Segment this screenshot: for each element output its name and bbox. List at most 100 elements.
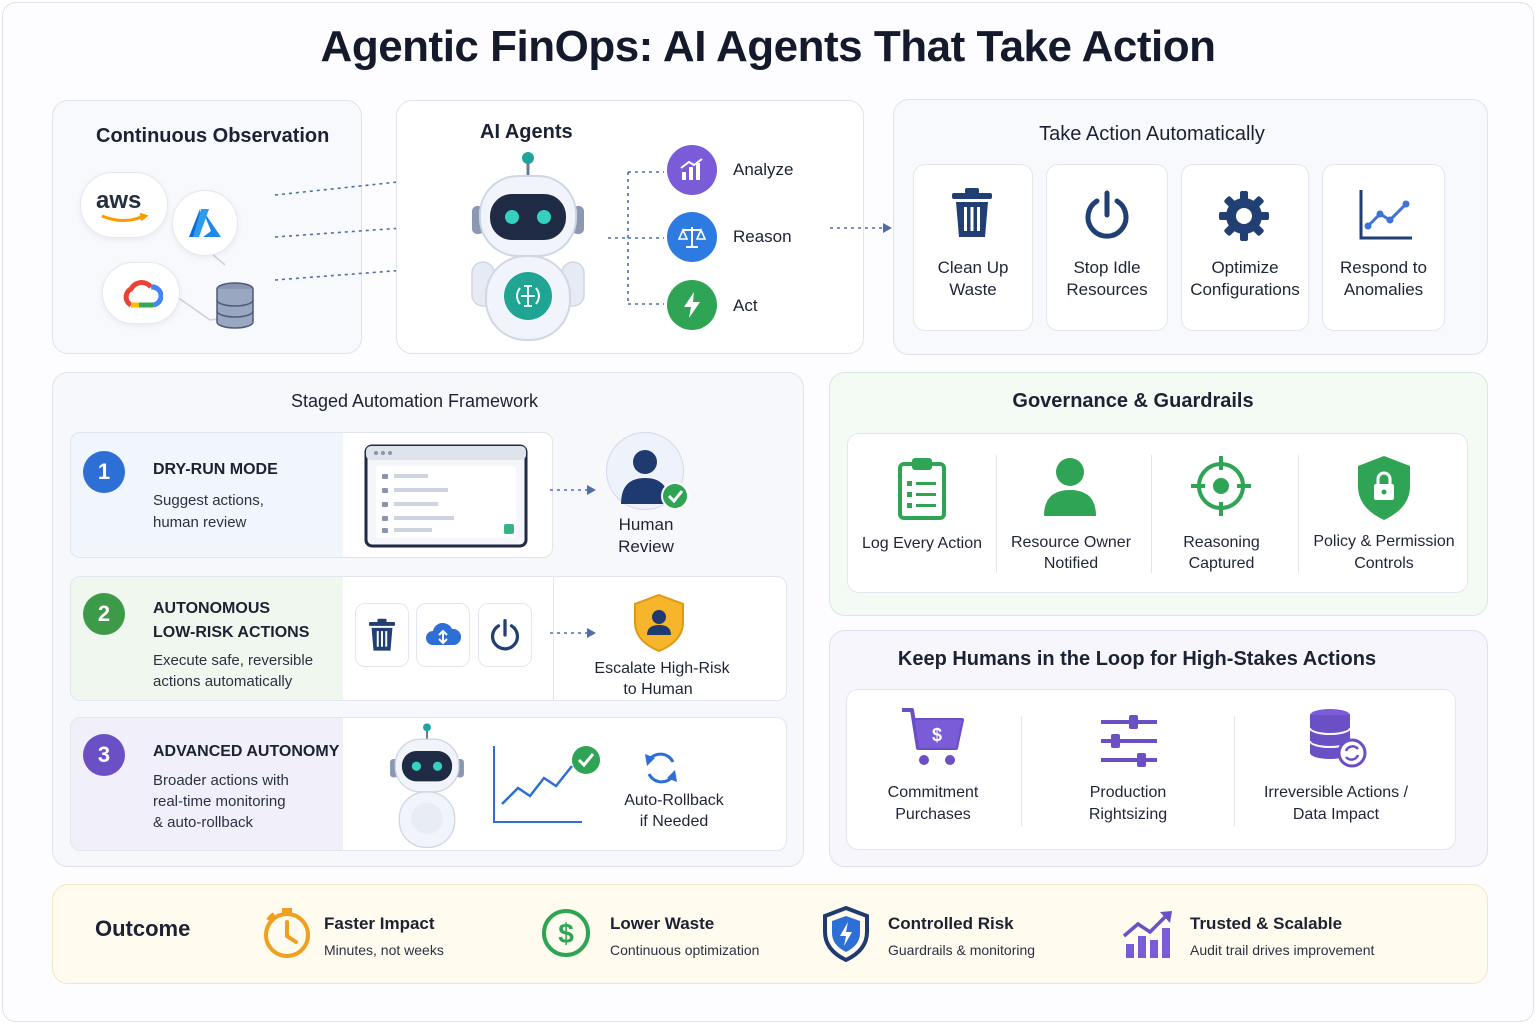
- stage-outcome-2a: Escalate High-Risk: [594, 660, 730, 677]
- sliders-icon: [1101, 715, 1157, 767]
- stage-desc-1b: human review: [153, 514, 247, 531]
- humans-item-1b: Purchases: [895, 806, 971, 823]
- humans-item-3a: Irreversible Actions /: [1263, 784, 1409, 801]
- stage1-arrow: [550, 485, 596, 495]
- action-card-anomalies: [1322, 164, 1445, 331]
- stage-desc-3c: & auto-rollback: [153, 814, 254, 831]
- stage2-cloud-tile: [416, 603, 470, 667]
- agents-branch-lines: [608, 171, 664, 305]
- clipboard-icon: [898, 458, 946, 520]
- svg-text:$: $: [558, 918, 574, 949]
- action-optimize-line2: Configurations: [1190, 280, 1300, 299]
- action-clean-up-line2: Waste: [949, 280, 997, 299]
- svg-text:$: $: [932, 725, 942, 745]
- stage-desc-3b: real-time monitoring: [153, 793, 286, 810]
- stage-outcome-3a: Auto-Rollback: [624, 792, 724, 809]
- gear-icon: [1219, 191, 1269, 241]
- trash-icon: [368, 618, 396, 651]
- cloud-sync-icon: [426, 622, 462, 645]
- database-sync-icon: [1309, 709, 1367, 768]
- stage-desc-2b: actions automatically: [153, 673, 293, 690]
- framework-title: Staged Automation Framework: [290, 391, 539, 411]
- governance-item-4b: Controls: [1354, 555, 1414, 572]
- governance-title: Governance & Guardrails: [1012, 390, 1254, 412]
- stage-number-2: 2: [83, 593, 125, 635]
- page-title: Agentic FinOps: AI Agents That Take Acti…: [320, 22, 1216, 71]
- outcome-heading-2: Lower Waste: [610, 914, 715, 933]
- outcome-panel: [52, 884, 1488, 984]
- humans-title: Keep Humans in the Loop for High-Stakes …: [897, 648, 1377, 670]
- stage2-power-tile: [478, 603, 532, 667]
- shield-bolt-icon: [823, 906, 869, 962]
- action-stop-idle-line2: Resources: [1066, 280, 1148, 299]
- stopwatch-icon: [264, 908, 310, 958]
- stage-outcome-3b: if Needed: [639, 813, 709, 830]
- stage2-arrow: [550, 628, 596, 638]
- action-stop-idle-line1: Stop Idle: [1073, 258, 1141, 277]
- action-optimize-line1: Optimize: [1211, 258, 1279, 277]
- stage-heading-1: DRY-RUN MODE: [153, 461, 278, 478]
- action-anomalies-line1: Respond to: [1340, 258, 1427, 277]
- outcome-label: Outcome: [95, 916, 191, 941]
- stage-heading-2a: AUTONOMOUS: [153, 600, 271, 617]
- stage-desc-3a: Broader actions with: [153, 772, 289, 789]
- power-icon: [490, 618, 520, 651]
- rollback-icon: [645, 752, 677, 784]
- humans-item-3b: Data Impact: [1292, 806, 1380, 823]
- outcome-desc-1: Minutes, not weeks: [324, 942, 444, 958]
- stage-heading-3: ADVANCED AUTONOMY: [153, 743, 340, 760]
- stage-outcome-1a: Human: [618, 515, 674, 534]
- governance-item-2b: Notified: [1043, 555, 1099, 572]
- line-chart-icon: [1359, 190, 1412, 240]
- observation-title: Continuous Observation: [96, 125, 330, 147]
- aws-cloud-icon: aws: [80, 172, 168, 238]
- governance-item-2a: Resource Owner: [1010, 534, 1132, 551]
- governance-item-1: Log Every Action: [861, 535, 983, 552]
- person-icon: [1044, 458, 1096, 516]
- dashboard-screen-icon: [364, 444, 528, 548]
- stage-number-3: 3: [83, 734, 125, 776]
- analyze-icon: [667, 145, 717, 195]
- power-icon: [1085, 190, 1129, 239]
- agents-step-reason: Reason: [733, 227, 792, 246]
- stage-outcome-1b: Review: [618, 537, 674, 556]
- shield-lock-icon: [1358, 456, 1410, 520]
- aws-label: aws: [96, 187, 142, 214]
- target-icon: [1191, 456, 1251, 516]
- agents-step-act: Act: [733, 296, 758, 315]
- humans-item-2b: Rightsizing: [1088, 806, 1168, 823]
- humans-item-2a: Production: [1089, 784, 1167, 801]
- humans-card: [846, 689, 1456, 850]
- google-cloud-icon: [102, 262, 180, 324]
- azure-icon: [172, 190, 238, 256]
- stage-desc-1a: Suggest actions,: [153, 492, 264, 509]
- action-anomalies-line2: Anomalies: [1343, 280, 1424, 299]
- cart-dollar-icon: $: [902, 708, 964, 765]
- reason-icon: [667, 212, 717, 262]
- escalate-shield-icon: [634, 593, 684, 653]
- stage-desc-2a: Execute safe, reversible: [153, 652, 314, 669]
- governance-card: [847, 433, 1468, 593]
- trend-check-icon: [493, 746, 600, 823]
- stage-outcome-2b: to Human: [623, 681, 693, 698]
- outcome-desc-3: Guardrails & monitoring: [888, 942, 1036, 958]
- outcome-heading-1: Faster Impact: [324, 914, 435, 933]
- humans-item-1a: Commitment: [887, 784, 979, 801]
- robot-icon: [471, 152, 585, 341]
- act-icon: [667, 280, 717, 330]
- dollar-icon: $: [542, 909, 590, 957]
- agents-step-analyze: Analyze: [733, 160, 794, 179]
- action-clean-up-line1: Clean Up: [937, 258, 1009, 277]
- agents-title: AI Agents: [480, 121, 573, 143]
- database-icon: [216, 282, 254, 329]
- outcome-desc-4: Audit trail drives improvement: [1190, 942, 1375, 958]
- outcome-desc-2: Continuous optimization: [610, 942, 760, 958]
- governance-item-4a: Policy & Permission: [1313, 533, 1455, 550]
- stage-number-1: 1: [83, 451, 125, 493]
- trash-icon: [952, 188, 992, 237]
- actions-title: Take Action Automatically: [1039, 123, 1265, 145]
- governance-item-3a: Reasoning: [1183, 534, 1260, 551]
- person-check-icon: [621, 450, 689, 510]
- outcome-heading-3: Controlled Risk: [888, 914, 1014, 933]
- agents-to-actions-arrow: [830, 223, 892, 233]
